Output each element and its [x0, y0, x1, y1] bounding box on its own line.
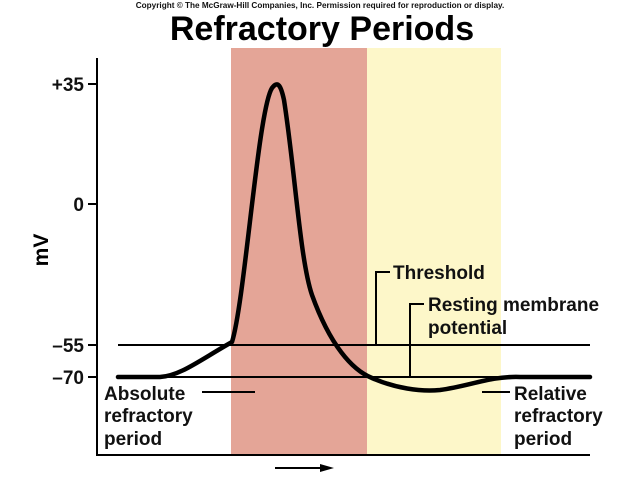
resting-leader [409, 303, 424, 377]
action-potential-trace [115, 82, 593, 393]
resting-label: potential [428, 318, 507, 339]
relative-label: refractory [514, 406, 603, 427]
y-ticks [88, 83, 97, 378]
absolute-label: period [104, 429, 162, 450]
tick-label: 0 [73, 195, 84, 216]
relative-label: Relative [514, 384, 587, 405]
resting-label: Resting membrane [428, 295, 599, 316]
absolute-label: refractory [104, 406, 193, 427]
copyright-notice: Copyright © The McGraw-Hill Companies, I… [136, 1, 504, 10]
threshold-leader [375, 271, 390, 345]
relative-refractory-band [367, 48, 501, 455]
tick-label: –55 [52, 336, 84, 357]
absolute-label: Absolute [104, 384, 185, 405]
time-arrow-icon [275, 464, 334, 472]
tick-label: –70 [52, 368, 84, 389]
absolute-refractory-band [231, 48, 367, 455]
tick-label: +35 [52, 75, 85, 96]
page-title: Refractory Periods [170, 10, 474, 48]
y-axis-label: mV [30, 234, 53, 267]
relative-label: period [514, 429, 572, 450]
threshold-label: Threshold [393, 263, 485, 284]
